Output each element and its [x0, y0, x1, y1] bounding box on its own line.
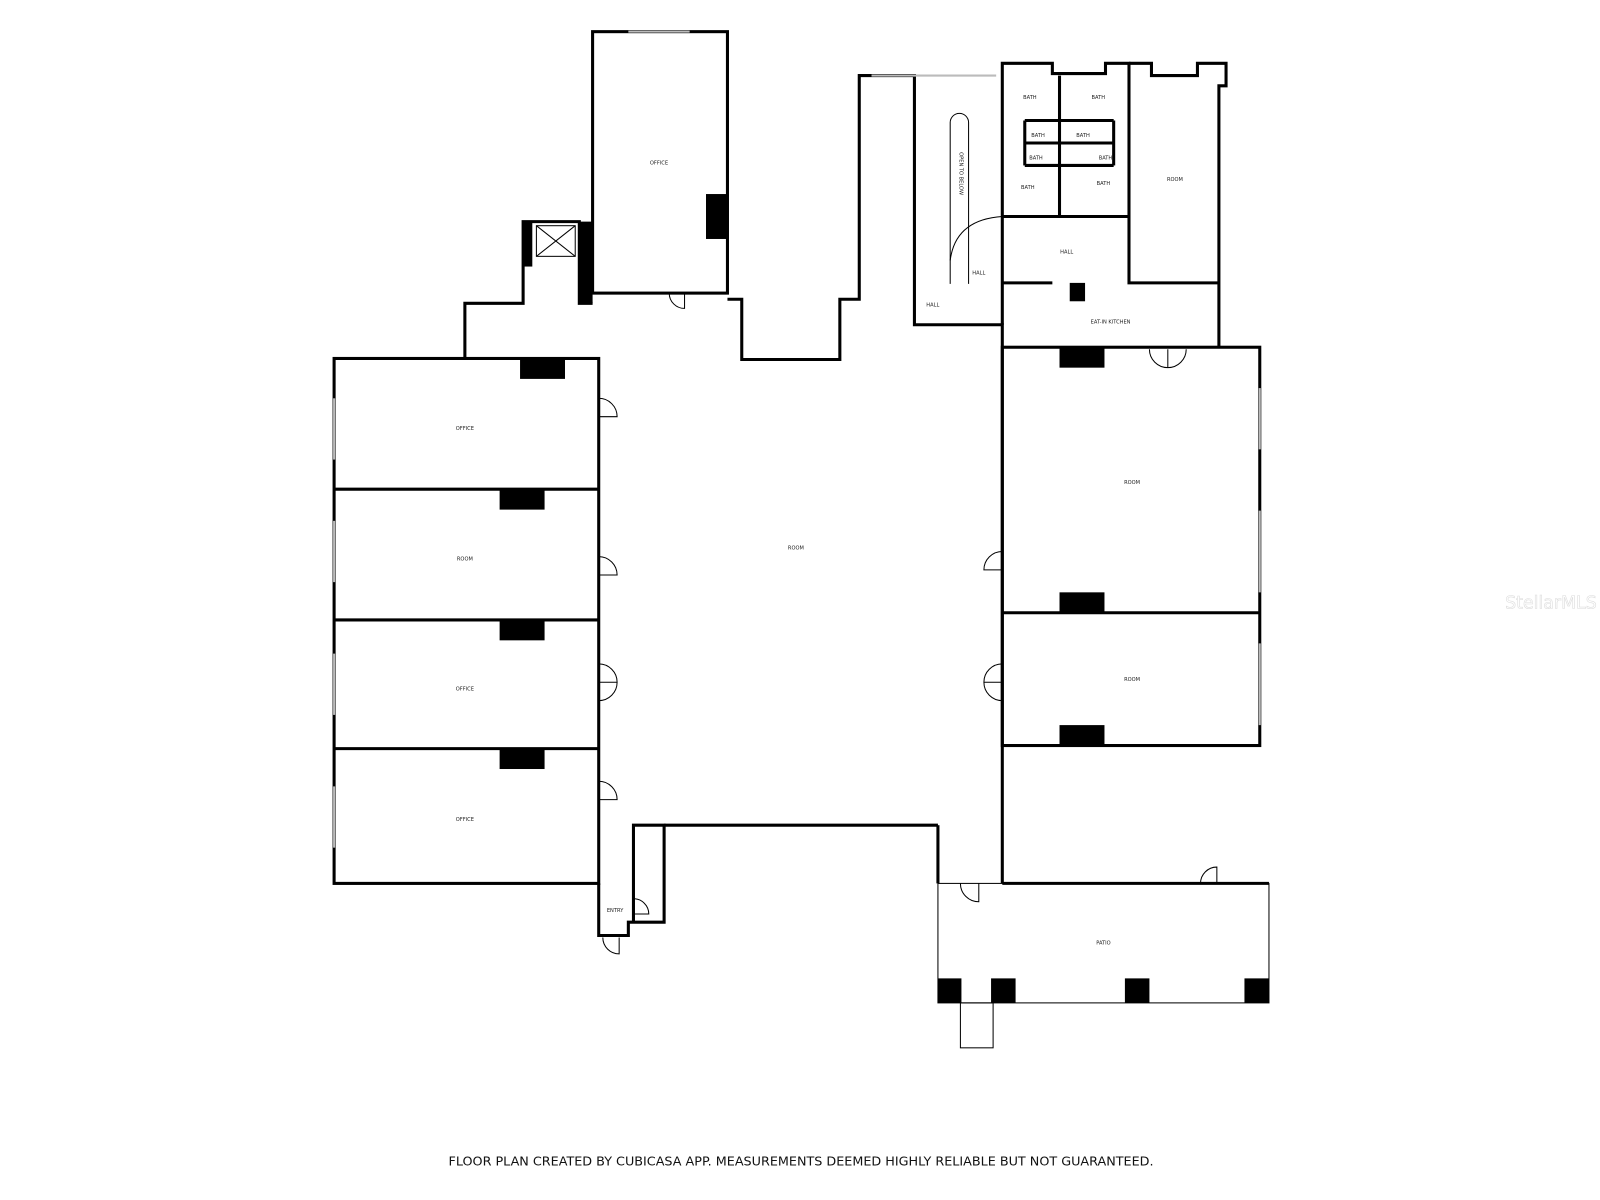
- label-bath: BATH: [1023, 95, 1037, 101]
- label-bath: BATH: [1099, 155, 1113, 161]
- label-room-top-right: ROOM: [1167, 177, 1183, 183]
- doors: [598, 293, 1218, 955]
- label-bath: BATH: [1092, 95, 1106, 101]
- label-bath: BATH: [1076, 133, 1090, 139]
- room-labels: OFFICE OFFICE ROOM OFFICE OFFICE ROOM RO…: [456, 95, 1183, 947]
- label-entry: ENTRY: [607, 908, 624, 914]
- walls: [332, 30, 1270, 1049]
- watermark: StellarMLS: [1505, 594, 1597, 614]
- label-room-left-2: ROOM: [457, 557, 473, 563]
- label-office-left-4: OFFICE: [456, 817, 474, 823]
- footer-disclaimer: FLOOR PLAN CREATED BY CUBICASA APP. MEAS…: [449, 1154, 1154, 1169]
- label-bath: BATH: [1029, 155, 1043, 161]
- label-room-right-1: ROOM: [1124, 480, 1140, 486]
- label-eat-in-kitchen: EAT-IN KITCHEN: [1091, 320, 1131, 326]
- label-room-center: ROOM: [788, 545, 804, 551]
- label-open-to-below: OPEN TO BELOW: [957, 152, 963, 195]
- label-office-left-1: OFFICE: [456, 426, 474, 432]
- label-hall: HALL: [926, 302, 939, 308]
- label-hall: HALL: [972, 271, 985, 277]
- label-hall: HALL: [1060, 249, 1073, 255]
- label-bath: BATH: [1097, 181, 1111, 187]
- label-patio: PATIO: [1096, 941, 1110, 947]
- label-office-left-3: OFFICE: [456, 686, 474, 692]
- label-bath: BATH: [1021, 185, 1035, 191]
- label-bath: BATH: [1031, 133, 1045, 139]
- label-room-right-2: ROOM: [1124, 677, 1140, 683]
- label-office-top: OFFICE: [650, 160, 668, 166]
- columns: [499, 194, 1269, 1003]
